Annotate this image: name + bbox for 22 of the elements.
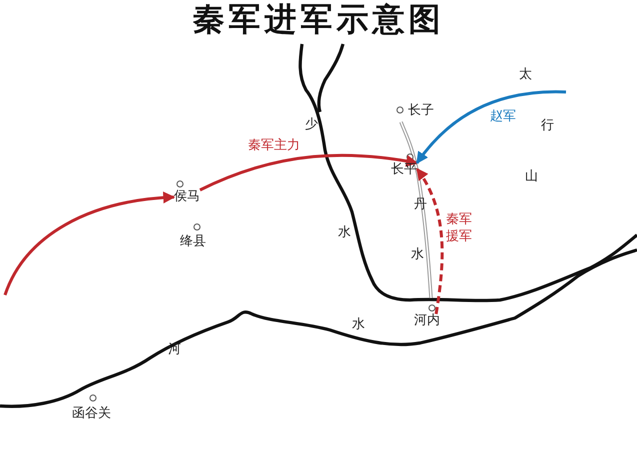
river-label: 少 [305,118,318,131]
arrow [199,154,418,192]
arrow [4,192,176,296]
edge-label: 赵军 [490,110,516,123]
river-label: 水 [411,248,424,261]
river-label: 水 [352,318,365,331]
mountain-label: 山 [525,170,538,183]
place-name: 侯马 [174,190,200,203]
arrow [416,168,444,314]
edge-label: 秦军主力 [248,139,300,152]
place-name: 函谷关 [72,407,111,420]
place-name: 长子 [408,104,434,117]
title: 秦军进军示意图 [192,3,446,35]
mountain-label: 行 [541,119,554,132]
place-name: 河内 [414,314,440,327]
place-name: 绛县 [180,235,206,248]
arrow [416,90,566,164]
river-label: 河 [168,343,181,356]
mountain-label: 太 [519,68,532,81]
river-label: 水 [338,226,351,239]
place-name: 长平 [391,163,417,176]
river-label: 丹 [414,198,427,211]
